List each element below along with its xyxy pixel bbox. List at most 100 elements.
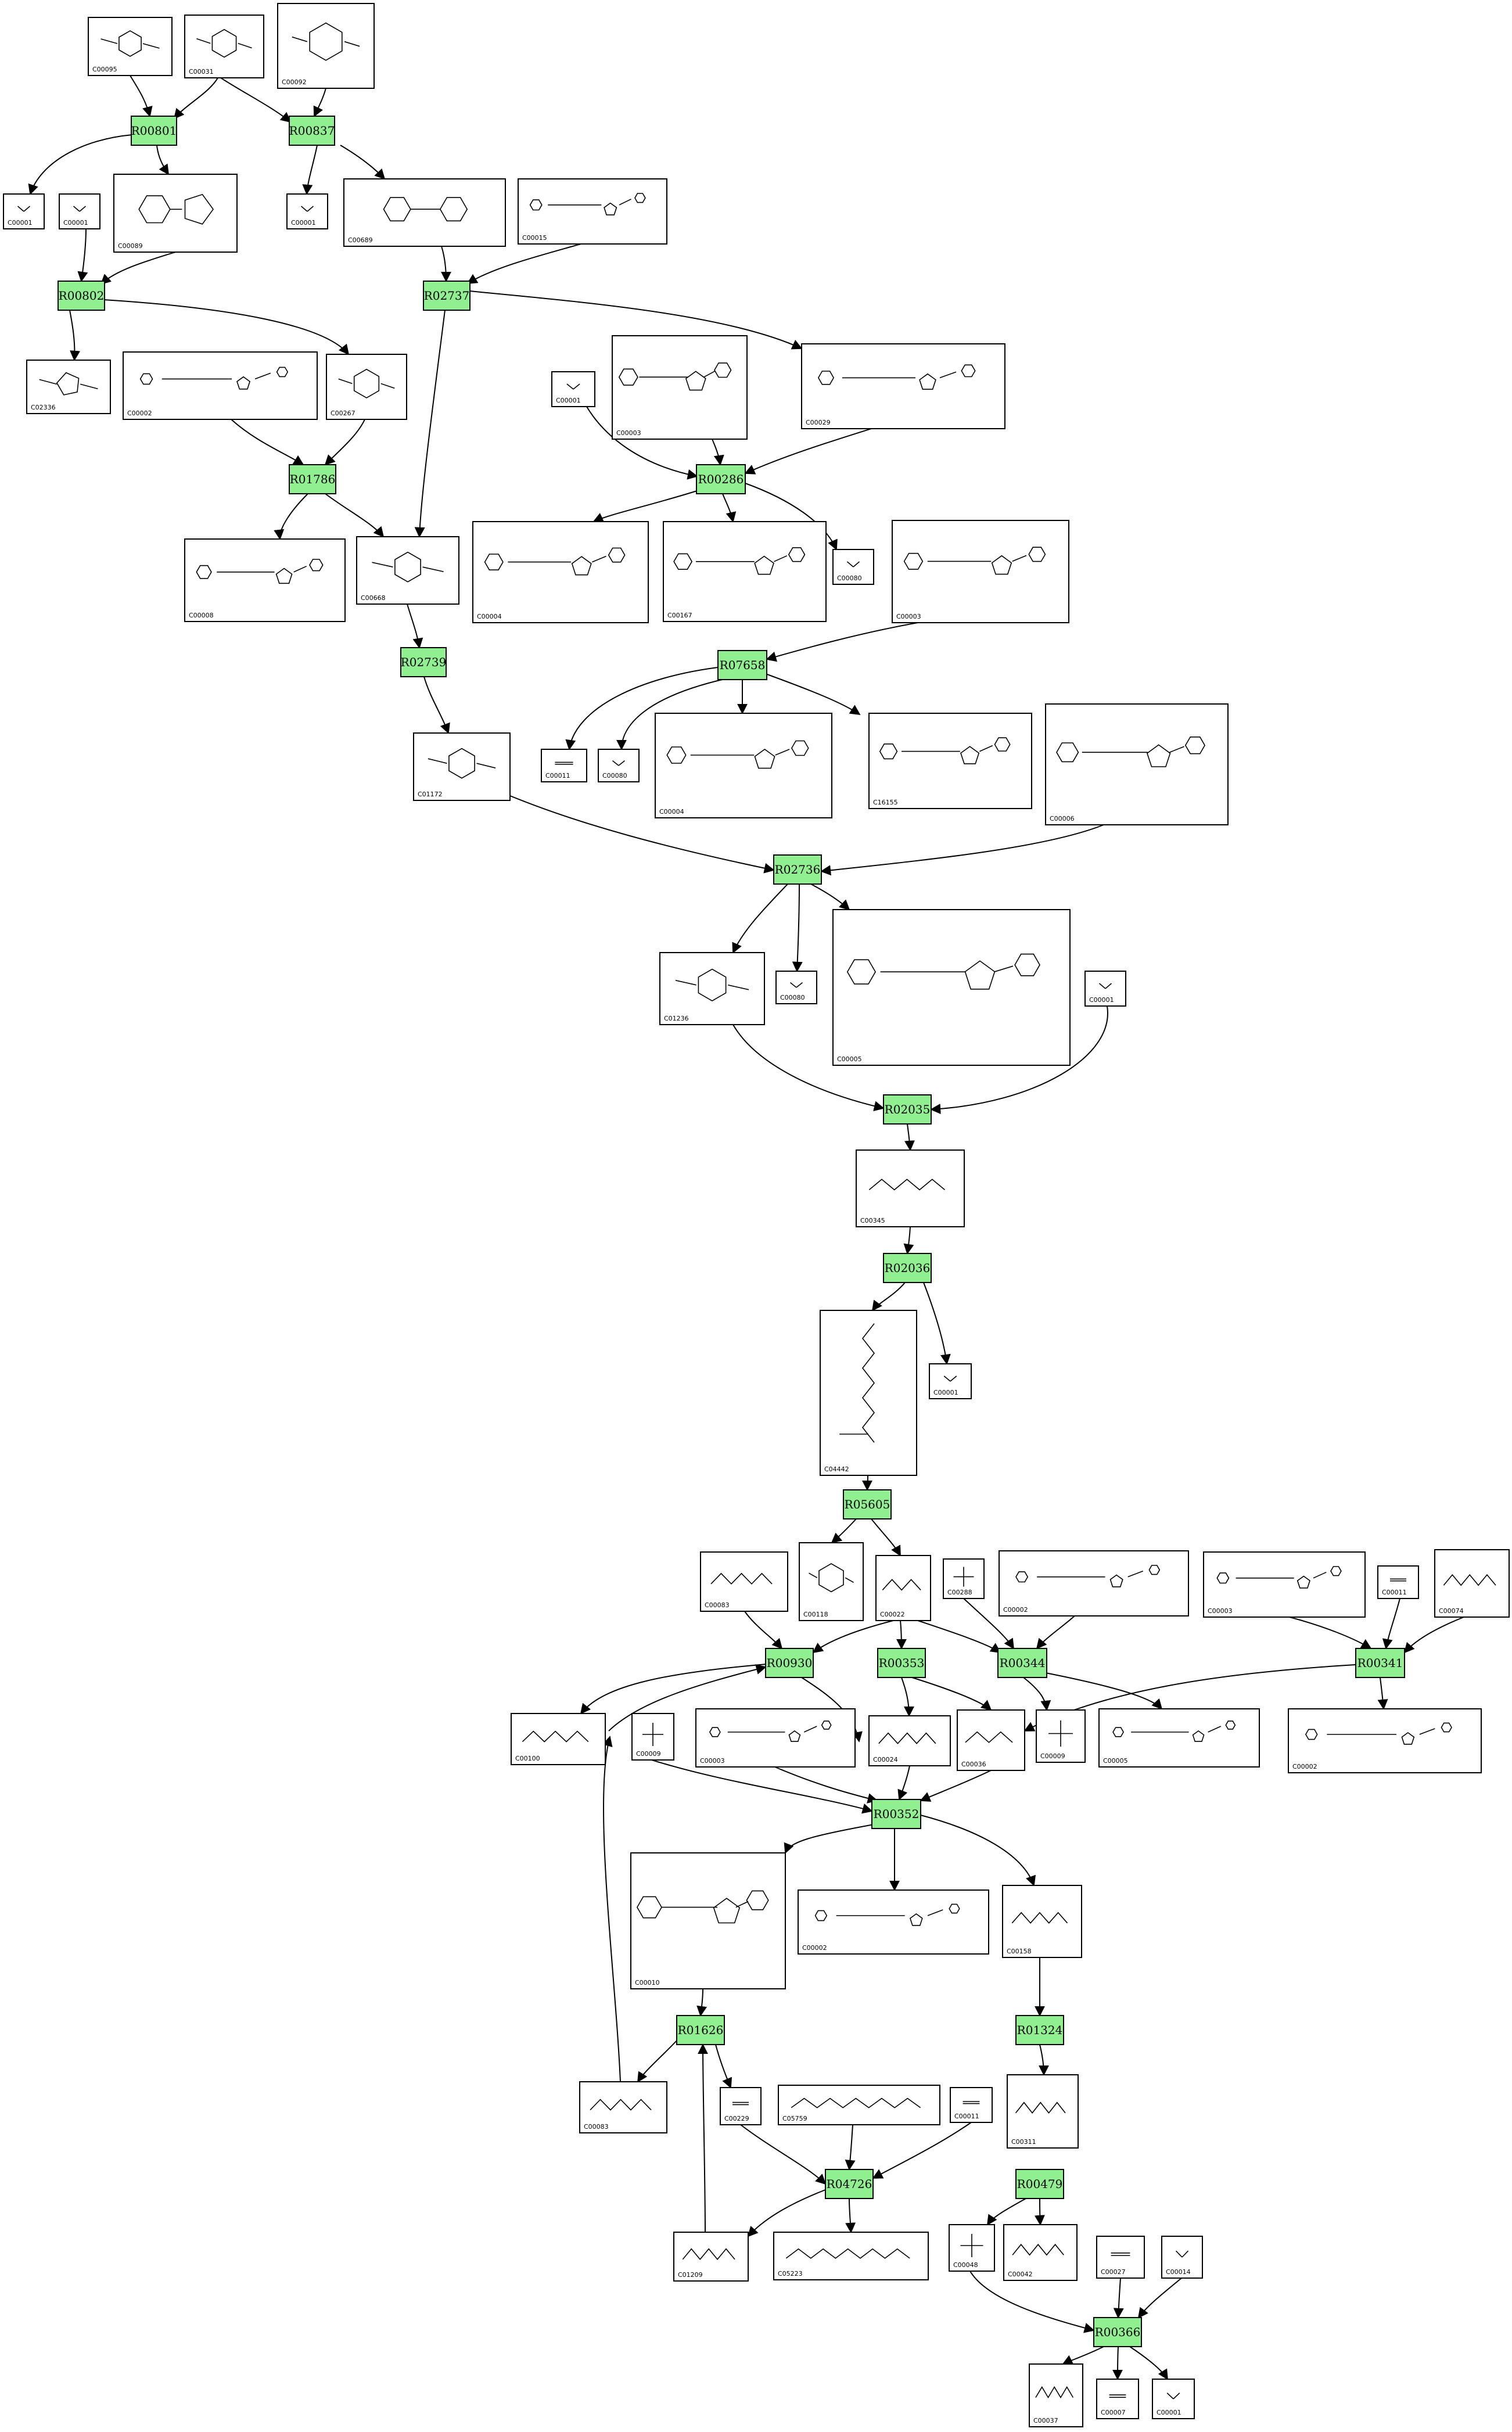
compound-node[interactable]: C00001 xyxy=(1152,2379,1195,2419)
reaction-node[interactable]: R02737 xyxy=(423,281,471,311)
reaction-id-label: R02035 xyxy=(885,1102,931,1116)
compound-node[interactable]: C01236 xyxy=(659,952,765,1025)
reaction-node[interactable]: R04726 xyxy=(825,2169,874,2199)
reaction-node[interactable]: R00802 xyxy=(58,281,105,311)
reaction-node[interactable]: R00930 xyxy=(765,1648,814,1678)
compound-node[interactable]: C00006 xyxy=(1045,703,1229,825)
compound-node[interactable]: C00003 xyxy=(612,335,748,440)
reaction-node[interactable]: R00341 xyxy=(1355,1648,1405,1678)
compound-id-label: C00158 xyxy=(1007,1948,1032,1955)
compound-node[interactable]: C00080 xyxy=(832,549,874,585)
reaction-node[interactable]: R00837 xyxy=(289,116,335,146)
compound-node[interactable]: C00005 xyxy=(1098,1708,1260,1768)
compound-node[interactable]: C00024 xyxy=(868,1715,951,1766)
reaction-node[interactable]: R00353 xyxy=(877,1648,926,1678)
reaction-node[interactable]: R00479 xyxy=(1015,2169,1064,2199)
reaction-node[interactable]: R01324 xyxy=(1015,2015,1064,2045)
compound-node[interactable]: C00048 xyxy=(949,2224,995,2272)
compound-node[interactable]: C00345 xyxy=(856,1149,965,1227)
compound-node[interactable]: C00083 xyxy=(700,1551,788,1612)
compound-node[interactable]: C00100 xyxy=(511,1713,606,1765)
compound-node[interactable]: C00229 xyxy=(720,2087,762,2125)
compound-node[interactable]: C00007 xyxy=(1096,2379,1139,2419)
compound-node[interactable]: C04442 xyxy=(820,1310,917,1476)
compound-node[interactable]: C00004 xyxy=(472,521,649,623)
compound-node[interactable]: C00003 xyxy=(695,1708,856,1768)
reaction-node[interactable]: R07658 xyxy=(717,650,767,680)
compound-node[interactable]: C00001 xyxy=(59,193,100,229)
compound-node[interactable]: C00001 xyxy=(3,193,45,229)
compound-node[interactable]: C00037 xyxy=(1029,2363,1083,2427)
compound-node[interactable]: C01209 xyxy=(673,2232,749,2282)
reaction-node[interactable]: R00366 xyxy=(1093,2317,1142,2347)
compound-node[interactable]: C00014 xyxy=(1161,2236,1203,2279)
compound-node[interactable]: C00003 xyxy=(892,520,1069,623)
compound-node[interactable]: C16155 xyxy=(868,713,1032,809)
compound-node[interactable]: C00031 xyxy=(184,15,264,78)
compound-node[interactable]: C00015 xyxy=(518,178,667,245)
reaction-node[interactable]: R02036 xyxy=(883,1253,932,1283)
compound-node[interactable]: C00001 xyxy=(551,371,595,407)
compound-box xyxy=(113,174,238,253)
reaction-node[interactable]: R00352 xyxy=(871,1799,921,1829)
compound-node[interactable]: C00267 xyxy=(326,354,407,420)
compound-node[interactable]: C00042 xyxy=(1003,2224,1078,2281)
reaction-node[interactable]: R00286 xyxy=(696,464,746,494)
reaction-node[interactable]: R00801 xyxy=(131,116,177,146)
compound-node[interactable]: C05759 xyxy=(778,2085,940,2125)
compound-node[interactable]: C05223 xyxy=(773,2232,929,2280)
compound-node[interactable]: C00011 xyxy=(950,2087,993,2123)
reaction-edge xyxy=(103,299,350,355)
compound-node[interactable]: C00029 xyxy=(801,343,1005,429)
molecule-structure-icon xyxy=(960,2234,983,2257)
compound-node[interactable]: C00074 xyxy=(1434,1549,1510,1618)
compound-node[interactable]: C00288 xyxy=(943,1558,985,1599)
compound-node[interactable]: C01172 xyxy=(413,732,511,801)
compound-node[interactable]: C00010 xyxy=(630,1852,786,1989)
compound-node[interactable]: C00118 xyxy=(799,1542,864,1621)
compound-node[interactable]: C00001 xyxy=(1084,971,1126,1007)
compound-node[interactable]: C00002 xyxy=(1288,1708,1482,1773)
compound-node[interactable]: C00009 xyxy=(1036,1709,1086,1763)
compound-node[interactable]: C00036 xyxy=(957,1709,1025,1771)
reaction-box xyxy=(423,281,471,311)
compound-node[interactable]: C00004 xyxy=(655,713,832,818)
compound-box xyxy=(541,749,587,782)
compound-node[interactable]: C00092 xyxy=(277,3,375,89)
reaction-node[interactable]: R01626 xyxy=(676,2015,725,2045)
reaction-node[interactable]: R02035 xyxy=(883,1094,932,1125)
compound-node[interactable]: C00083 xyxy=(579,2081,667,2133)
compound-node[interactable]: C00011 xyxy=(541,749,587,782)
compound-node[interactable]: C00080 xyxy=(775,971,817,1004)
compound-node[interactable]: C02336 xyxy=(26,360,111,414)
compound-node[interactable]: C00011 xyxy=(1377,1565,1419,1599)
reaction-node[interactable]: R00344 xyxy=(997,1648,1047,1678)
compound-node[interactable]: C00003 xyxy=(1203,1551,1366,1618)
compound-node[interactable]: C00001 xyxy=(286,193,328,229)
compound-node[interactable]: C00167 xyxy=(663,521,827,622)
compound-node[interactable]: C00668 xyxy=(356,536,459,605)
compound-node[interactable]: C00027 xyxy=(1096,2236,1145,2279)
compound-node[interactable]: C00089 xyxy=(113,174,238,253)
compound-node[interactable]: C00022 xyxy=(875,1555,931,1621)
reaction-node[interactable]: R02736 xyxy=(773,854,822,885)
compound-node[interactable]: C00002 xyxy=(999,1550,1189,1616)
compound-node[interactable]: C00001 xyxy=(929,1363,972,1399)
reaction-node[interactable]: R05605 xyxy=(843,1489,892,1519)
reaction-edge xyxy=(740,2124,827,2185)
compound-node[interactable]: C00008 xyxy=(184,538,346,622)
compound-node[interactable]: C00311 xyxy=(1007,2074,1079,2149)
compound-node[interactable]: C00689 xyxy=(343,178,506,247)
compound-node[interactable]: C00002 xyxy=(798,1889,989,1955)
compound-node[interactable]: C00095 xyxy=(88,17,173,76)
compound-node[interactable]: C00002 xyxy=(123,351,318,420)
reaction-node[interactable]: R02739 xyxy=(400,647,447,677)
compound-node[interactable]: C00158 xyxy=(1002,1885,1082,1958)
compound-id-label: C00011 xyxy=(1382,1589,1407,1596)
compound-node[interactable]: C00005 xyxy=(832,909,1071,1066)
compound-node[interactable]: C00009 xyxy=(631,1713,674,1761)
compound-node[interactable]: C00080 xyxy=(598,749,640,782)
compound-id-label: C00095 xyxy=(92,66,117,73)
reaction-node[interactable]: R01786 xyxy=(289,464,336,494)
reaction-edge xyxy=(440,246,451,282)
